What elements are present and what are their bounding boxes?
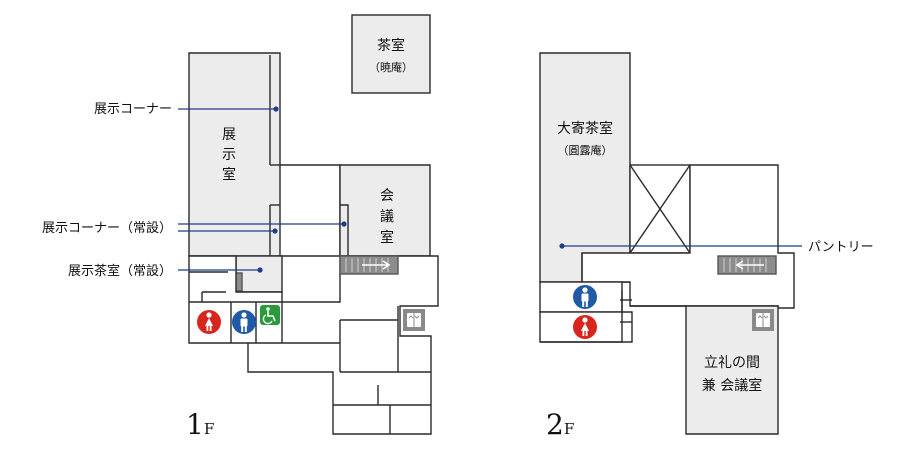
exhibition-room-char-3: 室 [222, 166, 236, 183]
female-restroom-icon [197, 310, 221, 334]
exhibition-room-char-2: 示 [222, 147, 236, 163]
accessible-restroom-icon [260, 305, 280, 325]
floor-1-plan [188, 14, 439, 435]
male-restroom-icon-2f [573, 285, 597, 309]
conference-room-char-2: 議 [380, 208, 394, 225]
callout-exhibit-corner: 展示コーナー [94, 102, 172, 117]
elevator-icon [403, 309, 425, 331]
conference-room-char-3: 室 [380, 229, 394, 246]
tatsurei-room-line1: 立礼の間 [704, 355, 760, 371]
female-restroom-icon-2f [573, 315, 597, 339]
male-restroom-icon [232, 310, 256, 334]
tatsurei-room [685, 305, 779, 435]
floor-1-corridor [279, 164, 341, 257]
elevator-icon-2f [752, 309, 774, 331]
callout-exhibit-corner-permanent: 展示コーナー（常設） [42, 220, 172, 236]
oyose-tea-room-subname: （圓露庵） [558, 143, 613, 157]
exhibit-tea-room [235, 255, 283, 293]
floor-1-callout-lines [178, 108, 344, 271]
floor-1-unit: F [204, 420, 214, 438]
conference-room-char-1: 会 [380, 188, 394, 204]
tea-room-subname: （暁庵） [369, 60, 413, 74]
tea-room-akatsuki [351, 14, 431, 94]
callout-exhibit-tea-room-permanent: 展示茶室（常設） [68, 263, 172, 279]
callout-pantry: パントリー [808, 240, 874, 255]
tatsurei-room-line2: 兼 会議室 [702, 377, 762, 394]
floor-2-number: 2 [546, 408, 564, 441]
oyose-tea-room [539, 52, 631, 283]
tea-room-name: 茶室 [377, 37, 405, 54]
floor-1-number: 1 [186, 408, 204, 441]
oyose-tea-room-name: 大寄茶室 [557, 120, 613, 137]
exhibition-room-char-1: 展 [222, 127, 236, 143]
floor-2-plan [539, 52, 795, 435]
floor-2-unit: F [564, 420, 574, 438]
